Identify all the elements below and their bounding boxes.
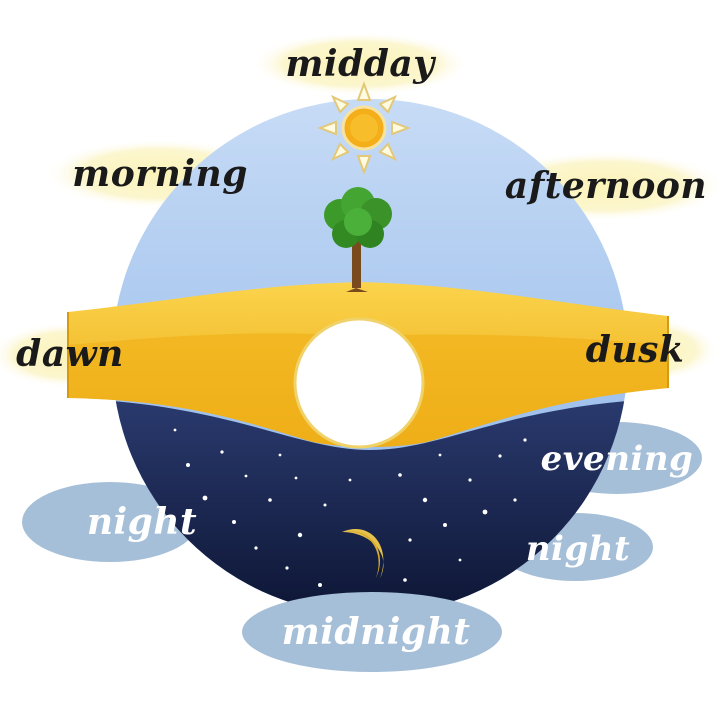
label-night-right: night xyxy=(526,529,630,569)
label-night-left: night xyxy=(87,501,197,543)
center-hole xyxy=(293,317,425,449)
star-icons xyxy=(173,428,527,602)
tree-icon xyxy=(324,187,392,292)
label-midnight: midnight xyxy=(282,611,471,653)
label-dusk: dusk xyxy=(586,329,685,371)
moon-icon xyxy=(342,529,384,578)
label-morning: morning xyxy=(72,153,248,195)
label-evening: evening xyxy=(541,439,694,479)
midnight-blob xyxy=(242,592,502,672)
sun-icon xyxy=(317,81,411,175)
label-midday: midday xyxy=(285,43,436,85)
label-dawn: dawn xyxy=(16,333,124,375)
label-afternoon: afternoon xyxy=(505,165,707,207)
